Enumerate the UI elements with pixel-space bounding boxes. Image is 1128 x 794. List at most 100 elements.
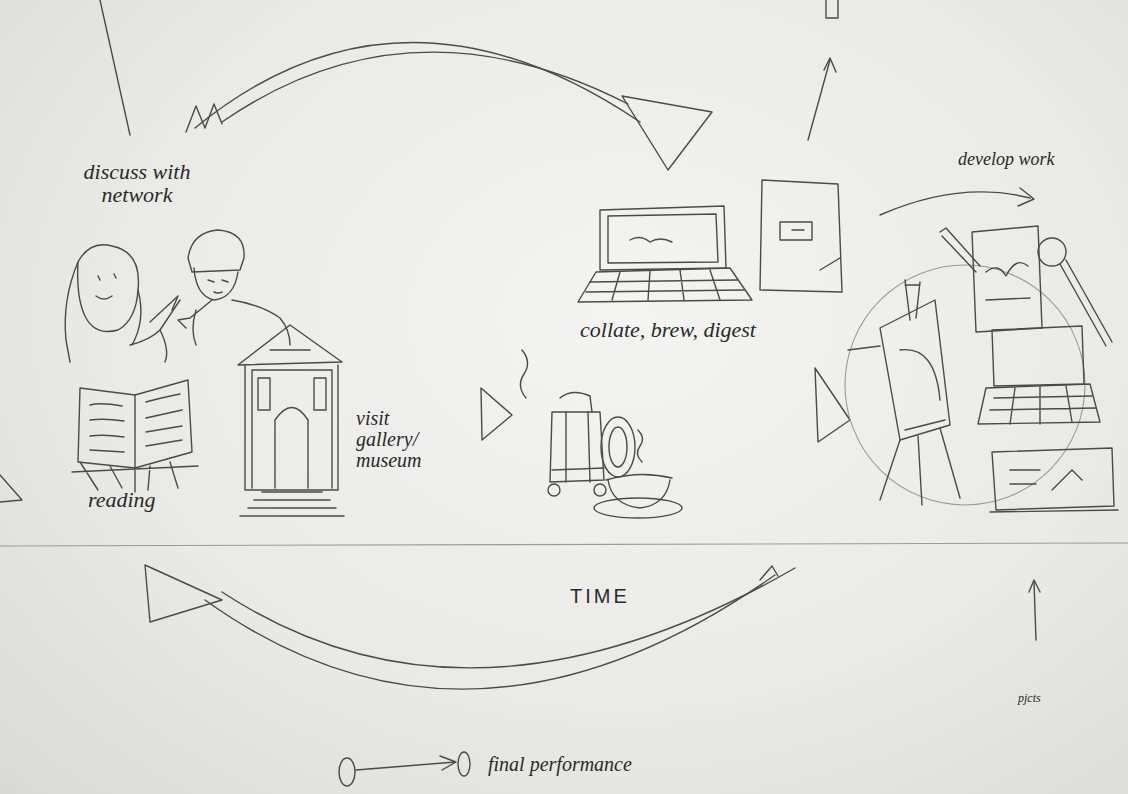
people-discussing-stroke: [132, 290, 141, 345]
coffee-press-stroke: [550, 412, 604, 482]
magnifier: [1038, 238, 1112, 346]
people-discussing-stroke: [193, 310, 196, 345]
museum-building-stroke: [275, 408, 308, 489]
people-discussing-stroke: [194, 268, 238, 300]
loop-arrow-top-stroke: [222, 52, 628, 122]
easel-canvas-stroke: [905, 280, 920, 320]
loop-arrow-top: [186, 42, 712, 170]
coffee-press-stroke: [520, 350, 527, 398]
people-discussing-stroke: [188, 230, 244, 272]
people-discussing-stroke: [150, 296, 178, 322]
laptop-right-stroke: [990, 510, 1118, 512]
edge-strokes: [0, 0, 1040, 640]
easel-canvas-stroke: [880, 428, 960, 505]
stage-label: develop work: [958, 150, 1098, 169]
laptop-stroke: [578, 268, 752, 302]
note-label: pjcts: [1018, 692, 1078, 705]
notebook-stroke: [760, 180, 842, 292]
laptop-right-stroke: [978, 384, 1100, 424]
coffee-cup-stroke: [608, 480, 670, 508]
open-book-stroke: [78, 388, 135, 468]
coffee-cup: [594, 474, 682, 518]
laptop-right-stroke: [990, 386, 1096, 424]
people-discussing-stroke: [78, 245, 139, 332]
performance-symbol-stroke: [440, 756, 456, 770]
coffee-cup-stroke: [594, 498, 682, 518]
open-book: [72, 380, 198, 492]
time-axis: [0, 543, 1128, 546]
laptop-right-stroke: [992, 448, 1114, 510]
magnifier-stroke: [1038, 238, 1066, 266]
performance-symbol-stroke: [339, 758, 355, 786]
chart-paper-stroke: [986, 298, 1030, 300]
loop-arrow-bottom-stroke: [205, 575, 775, 689]
people-discussing-stroke: [65, 262, 78, 362]
coffee-cup-stroke: [606, 474, 672, 480]
loop-arrow-top-stroke: [622, 96, 712, 170]
magnifier-stroke: [1060, 260, 1112, 346]
people-discussing-stroke: [208, 280, 228, 293]
coffee-press-stroke: [560, 392, 592, 412]
stage-label: reading: [88, 488, 198, 511]
edge-strokes-stroke: [824, 58, 836, 72]
laptop: [578, 206, 752, 302]
performance-symbol: [339, 752, 470, 786]
people-discussing: [65, 230, 290, 362]
easel-canvas-stroke: [848, 346, 880, 350]
stage-label: collate, brew, digest: [580, 318, 810, 341]
work-circle: [845, 188, 1085, 505]
museum-building-stroke: [252, 370, 332, 488]
coffee-press-stroke: [609, 427, 627, 467]
laptop-right-stroke: [1010, 470, 1082, 490]
museum-building-stroke: [245, 365, 338, 490]
easel-canvas-stroke: [900, 350, 945, 430]
performance-symbol-stroke: [356, 762, 455, 770]
people-discussing-stroke: [96, 296, 112, 299]
work-circle-stroke: [1018, 188, 1034, 206]
museum-building-stroke: [270, 349, 310, 350]
edge-strokes-stroke: [808, 60, 830, 140]
loop-arrow-bottom-stroke: [760, 566, 778, 580]
open-book-stroke: [90, 404, 124, 452]
easel-canvas: [848, 280, 960, 505]
edge-strokes-stroke: [0, 475, 22, 502]
museum-building-stroke: [240, 492, 344, 516]
chart-paper-stroke: [940, 228, 980, 272]
coffee-press: [520, 350, 642, 496]
loop-arrow-bottom-stroke: [222, 568, 795, 668]
edge-strokes-stroke: [1034, 582, 1036, 640]
coffee-press-stroke: [594, 484, 606, 496]
flow-arrowhead: [481, 368, 850, 442]
work-circle-stroke: [880, 192, 1030, 215]
laptop-right: [978, 326, 1118, 512]
edge-strokes-stroke: [1029, 580, 1040, 592]
flow-arrowhead-stroke: [481, 388, 512, 440]
coffee-press-stroke: [637, 430, 642, 462]
stage-label: visit gallery/ museum: [356, 408, 438, 471]
coffee-press-stroke: [548, 484, 560, 496]
axis-label: TIME: [570, 586, 680, 607]
edge-strokes-stroke: [100, 0, 130, 135]
easel-canvas-stroke: [880, 300, 950, 440]
loop-arrow-top-stroke: [186, 104, 222, 132]
edge-strokes-stroke: [826, 0, 838, 18]
coffee-press-stroke: [552, 412, 604, 482]
loop-arrow-top-stroke: [195, 42, 640, 128]
people-discussing-stroke: [98, 274, 116, 280]
chart-paper: [940, 226, 1042, 332]
museum-building-stroke: [238, 325, 342, 365]
time-axis-stroke: [0, 543, 1128, 546]
museum-building-stroke: [258, 378, 326, 410]
stage-label: final performance: [488, 754, 688, 775]
notebook: [760, 180, 842, 292]
notebook-stroke: [780, 222, 812, 240]
notebook-stroke: [792, 230, 840, 270]
museum-building: [238, 325, 344, 516]
laptop-stroke: [586, 270, 744, 300]
loop-arrow-bottom-stroke: [145, 565, 222, 622]
open-book-stroke: [135, 380, 192, 468]
laptop-stroke: [608, 214, 718, 263]
loop-arrow-bottom: [145, 565, 795, 689]
